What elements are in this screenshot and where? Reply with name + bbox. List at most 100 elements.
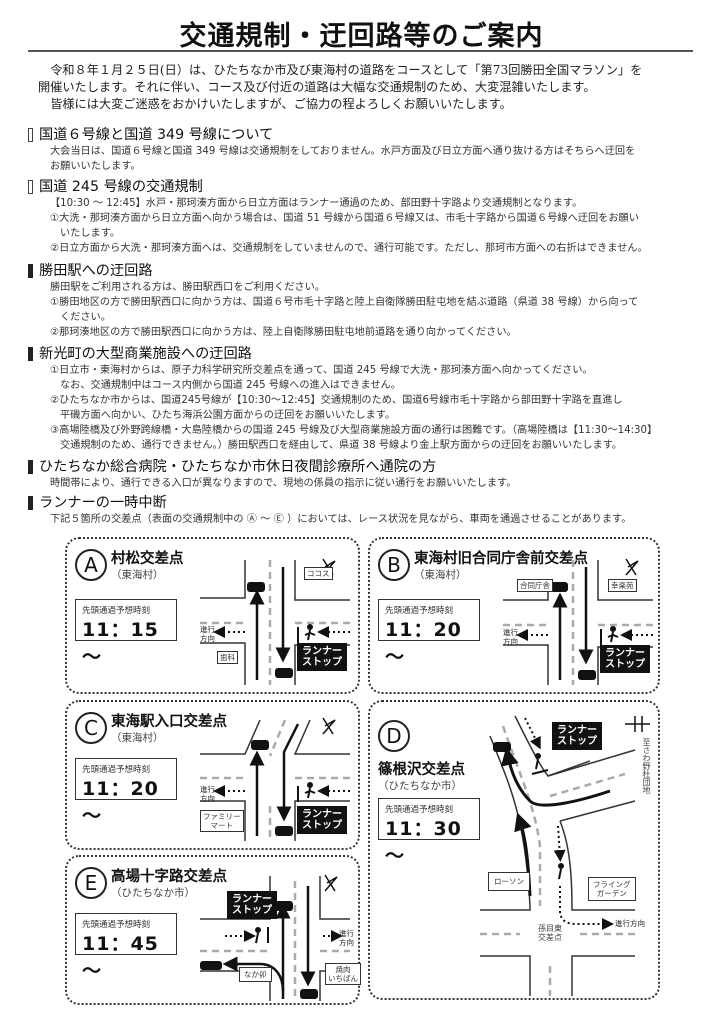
section-text: ①大洗・那珂湊方面から日立方面へ向かう場合は、国道 51 号線から国道６号線又は… — [50, 213, 639, 224]
landmark-label: 歯科 — [217, 651, 238, 664]
time-label: 先頭通過予想時刻 — [385, 606, 454, 616]
intersection-area: （東海村） — [111, 569, 164, 581]
intersection-name: 村松交差点 — [111, 551, 184, 567]
intro-line: 令和８年１月２５日(日）は、ひたちなか市及び東海村の道路をコースとして「第73回… — [50, 63, 643, 77]
time-value: 11：15～ — [82, 619, 159, 668]
intersection-area: （ひたちなか市） — [111, 887, 195, 899]
time-box: 先頭通過予想時刻 11：20～ — [75, 758, 177, 827]
intro-line: 開催いたします。それに伴い、コース及び付近の道路は大幅な交通規制のため、大変混雑… — [38, 80, 596, 94]
section-text: 平磯方面へ向かい、ひたち海浜公園方面からの迂回をお願いいたします。 — [60, 410, 396, 421]
time-box: 先頭通過予想時刻 11：20～ — [378, 599, 480, 668]
direction-label: 進行方向 — [339, 929, 354, 947]
section-text: 大会当日は、国道６号線と国道 349 号線は交通規制をしておりません。水戸方面及… — [50, 146, 636, 157]
intersection-map — [480, 715, 650, 996]
page-title: 交通規制・迂回路等のご案内 — [179, 21, 544, 52]
section-text: 【10:30 ～ 12:45】水戸・那珂湊方面から日立方面はランナー通過のため、… — [50, 198, 583, 209]
time-label: 先頭通過予想時刻 — [82, 920, 151, 930]
intersection-name: 東海駅入口交差点 — [111, 714, 227, 730]
landmark-label: ファミリーマート — [200, 810, 244, 832]
section-runner-stop: ランナーの一時中断 下記５箇所の交差点（表面の交通規制中の Ⓐ ～ Ⓔ ）におい… — [28, 494, 703, 527]
intersection-map — [503, 558, 653, 685]
section-text: いたします。 — [60, 228, 121, 239]
section-text: お願いいたします。 — [50, 161, 141, 172]
intersection-map — [200, 717, 350, 841]
intersection-area: （東海村） — [111, 732, 164, 744]
letter-badge: B — [378, 549, 410, 581]
section-text: 勝田駅をご利用される方は、勝田駅西口をご利用ください。 — [50, 282, 326, 293]
section-marker-icon — [28, 347, 33, 361]
section-marker-icon — [28, 128, 33, 142]
section-heading: ランナーの一時中断 — [39, 495, 167, 511]
direction-label: 進行方向 — [200, 785, 215, 803]
section-text: ②日立方面から大洗・那珂湊方面へは、交通規制をしていませんので、通行可能です。た… — [50, 243, 648, 254]
intersection-area: （東海村） — [414, 569, 467, 581]
section-text: なお、交通規制中はコース内側から国道 245 号線への進入はできません。 — [60, 380, 401, 391]
section-marker-icon — [28, 180, 33, 194]
section-heading: 国道６号線と国道 349 号線について — [39, 127, 274, 143]
time-box: 先頭通過予想時刻 11：15～ — [75, 599, 177, 668]
time-box: 先頭通過予想時刻 11：30～ — [378, 798, 480, 867]
section-marker-icon — [28, 460, 33, 474]
intro-paragraph: 令和８年１月２５日(日）は、ひたちなか市及び東海村の道路をコースとして「第73回… — [38, 62, 698, 113]
time-value: 11：30～ — [385, 818, 462, 867]
intersection-card-d: D 篠根沢交差点 （ひたちなか市） 先頭通過予想時刻 11：30～ ランナースト… — [368, 700, 660, 1000]
section-route245: 国道 245 号線の交通規制 【10:30 ～ 12:45】水戸・那珂湊方面から… — [28, 178, 703, 256]
letter-badge: D — [378, 720, 410, 752]
direction-note: 至さわ野杜団地 — [642, 738, 651, 794]
intersection-map — [200, 874, 350, 1001]
intersection-card-e: E 高場十字路交差点 （ひたちなか市） 先頭通過予想時刻 11：45～ ランナー… — [65, 855, 361, 1005]
runner-stop-badge: ランナーストップ — [600, 645, 650, 673]
letter-badge: C — [75, 712, 107, 744]
section-text: 時間帯により、通行できる入口が異なりますので、現地の係員の指示に従い通行をお願い… — [50, 478, 517, 489]
landmark-label: ローソン — [488, 872, 530, 891]
direction-label: 進行方向 — [615, 919, 645, 928]
landmark-label: 合同庁舎 — [517, 579, 553, 592]
time-value: 11：20～ — [82, 778, 159, 827]
time-label: 先頭通過予想時刻 — [82, 765, 151, 775]
intersection-card-b: B 東海村旧合同庁舎前交差点 （東海村） 先頭通過予想時刻 11：20～ 合同庁… — [368, 537, 660, 694]
section-text: ②ひたちなか市からは、国道245号線が【10:30～12:45】交通規制のため、… — [50, 395, 623, 406]
landmark-label: 焼肉いちばん — [325, 963, 361, 985]
time-label: 先頭通過予想時刻 — [82, 606, 151, 616]
section-text: 交通規制のため、通行できません。）勝田駅西口を経由して、県道 38 号線より金上… — [60, 440, 623, 451]
intersection-note: 孫目東交差点 — [538, 924, 562, 942]
intro-line: 皆様には大変ご迷惑をおかけいたしますが、ご協力の程よろしくお願いいたします。 — [50, 97, 512, 111]
section-marker-icon — [28, 496, 33, 510]
section-heading: ひたちなか総合病院・ひたちなか市休日夜間診療所へ通院の方 — [39, 459, 437, 475]
time-value: 11：45～ — [82, 933, 159, 982]
section-katsuta-station: 勝田駅への迂回路 勝田駅をご利用される方は、勝田駅西口をご利用ください。 ①勝田… — [28, 262, 703, 340]
section-text: ③高場陸橋及び外野跨線橋・大島陸橋からの国道 245 号線及び大型商業施設方面の… — [50, 425, 658, 436]
runner-stop-badge: ランナーストップ — [552, 722, 602, 750]
intersection-card-c: C 東海駅入口交差点 （東海村） 先頭通過予想時刻 11：20～ ファミリーマー… — [65, 700, 360, 850]
runner-stop-badge: ランナーストップ — [297, 643, 347, 671]
section-heading: 国道 245 号線の交通規制 — [39, 179, 203, 195]
landmark-label: ココス — [304, 567, 333, 580]
direction-label: 進行方向 — [200, 625, 215, 643]
intersection-name: 東海村旧合同庁舎前交差点 — [414, 551, 588, 567]
section-marker-icon — [28, 264, 33, 278]
section-route6-349: 国道６号線と国道 349 号線について 大会当日は、国道６号線と国道 349 号… — [28, 126, 703, 174]
landmark-label: フライングガーデン — [588, 877, 636, 901]
intersection-name: 篠根沢交差点 — [378, 762, 465, 778]
runner-stop-badge: ランナーストップ — [227, 891, 277, 919]
letter-badge: E — [75, 867, 107, 899]
time-label: 先頭通過予想時刻 — [385, 805, 454, 815]
section-hospital: ひたちなか総合病院・ひたちなか市休日夜間診療所へ通院の方 時間帯により、通行でき… — [28, 458, 703, 491]
title-divider — [28, 50, 693, 52]
landmark-label: なか卯 — [239, 967, 272, 982]
section-heading: 新光町の大型商業施設への迂回路 — [39, 346, 252, 362]
direction-label: 進行方向 — [503, 628, 518, 646]
section-heading: 勝田駅への迂回路 — [39, 263, 153, 279]
runner-stop-badge: ランナーストップ — [297, 806, 347, 834]
section-text: 下記５箇所の交差点（表面の交通規制中の Ⓐ ～ Ⓔ ）においては、レース状況を見… — [50, 514, 632, 525]
time-value: 11：20～ — [385, 619, 462, 668]
intersection-area: （ひたちなか市） — [378, 780, 462, 792]
section-text: ①日立市・東海村からは、原子力科学研究所交差点を通って、国道 245 号線で大洗… — [50, 365, 593, 376]
intersection-map — [200, 558, 350, 685]
section-shinkocho-mall: 新光町の大型商業施設への迂回路 ①日立市・東海村からは、原子力科学研究所交差点を… — [28, 345, 703, 453]
letter-badge: A — [75, 549, 107, 581]
landmark-label: 幸楽苑 — [608, 579, 637, 592]
section-text: ください。 — [60, 312, 111, 323]
section-text: ①勝田地区の方で勝田駅西口に向かう方は、国道６号市毛十字路と陸上自衛隊勝田駐屯地… — [50, 297, 639, 308]
section-text: ②那珂湊地区の方で勝田駅西口に向かう方は、陸上自衛隊勝田駐屯地前道路を通り向かっ… — [50, 327, 517, 338]
